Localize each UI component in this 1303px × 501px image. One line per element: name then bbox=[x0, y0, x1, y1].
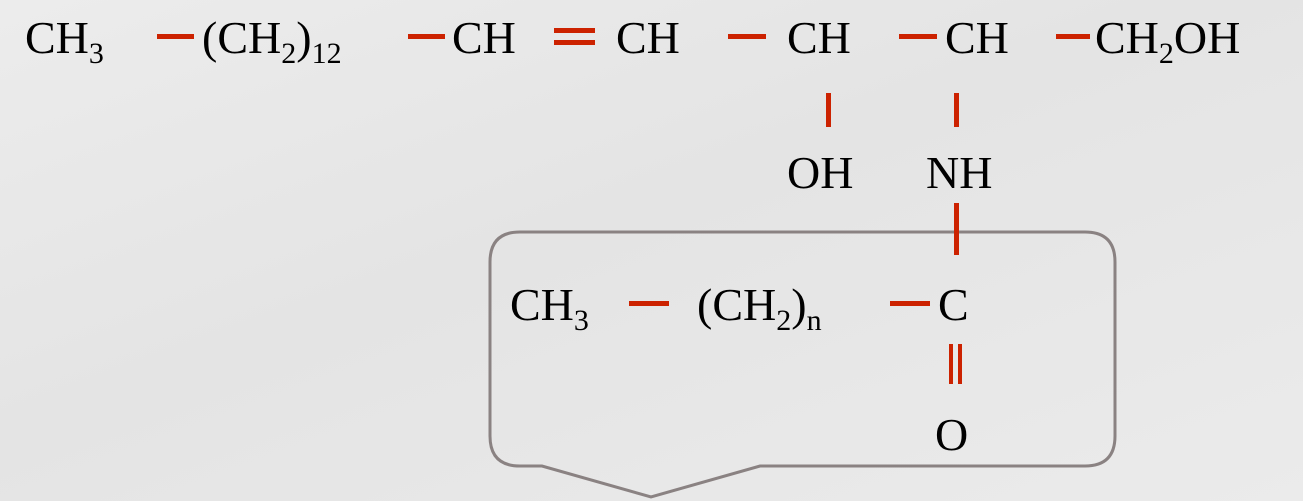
bond-ch-oh bbox=[826, 93, 831, 127]
acyl-ch3: CH3 bbox=[510, 279, 589, 337]
group-ch2oh: CH2OH bbox=[1095, 12, 1240, 70]
double-bond-c-o-right bbox=[958, 344, 962, 384]
acyl-ch2-n: (CH2)n bbox=[697, 279, 822, 337]
bonds bbox=[157, 28, 1090, 384]
group-ch-alkene-2: CH bbox=[616, 12, 680, 63]
group-ch-hydroxyl: CH bbox=[787, 12, 851, 63]
group-ch2-12: (CH2)12 bbox=[202, 12, 342, 70]
bond-ch-ch-1 bbox=[728, 34, 766, 39]
bond-nh-c bbox=[954, 203, 959, 255]
group-nh: NH bbox=[926, 147, 992, 198]
double-bond-bottom bbox=[554, 40, 595, 45]
bond-ch2-ch bbox=[408, 34, 445, 39]
callout-box bbox=[488, 230, 1117, 499]
bond-acyl-ch3-ch2 bbox=[629, 301, 669, 306]
double-bond-top bbox=[554, 28, 595, 33]
double-bond-c-o-left bbox=[949, 344, 953, 384]
bond-acyl-ch2-c bbox=[890, 301, 930, 306]
group-ch3: CH3 bbox=[25, 12, 104, 70]
bond-ch3-ch2 bbox=[157, 34, 194, 39]
group-ch-alkene-1: CH bbox=[452, 12, 516, 63]
atoms: CH3 (CH2)12 CH CH CH CH CH2OH OH NH CH3 … bbox=[25, 12, 1240, 460]
bond-ch-nh bbox=[954, 93, 959, 127]
bond-ch-ch-2 bbox=[899, 34, 937, 39]
acyl-carbonyl-c: C bbox=[938, 279, 969, 330]
bond-ch-ch2oh bbox=[1056, 34, 1090, 39]
group-oh: OH bbox=[787, 147, 853, 198]
group-ch-amino: CH bbox=[945, 12, 1009, 63]
acyl-carbonyl-o: O bbox=[935, 409, 968, 460]
